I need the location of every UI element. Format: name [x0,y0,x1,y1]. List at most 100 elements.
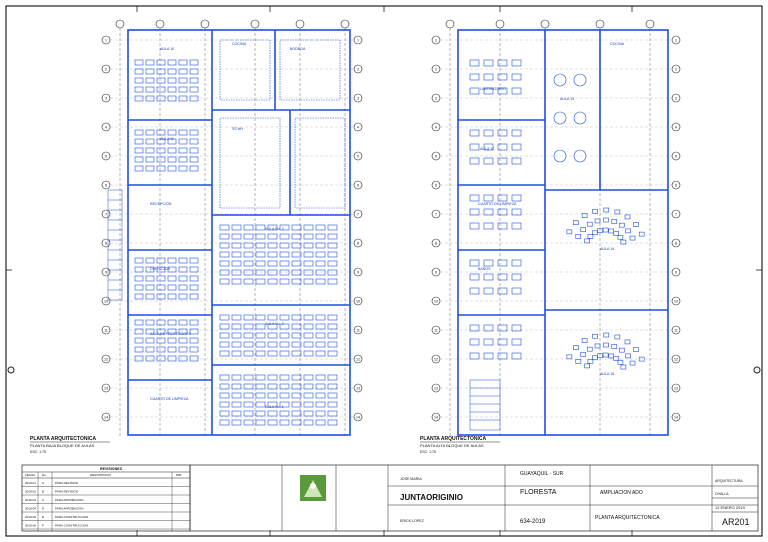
desk [243,323,254,330]
desk [255,224,266,231]
desk [511,87,522,95]
desk [145,68,155,75]
desk [267,383,278,390]
desk [134,138,144,145]
desk [315,341,326,348]
desk [291,242,302,249]
desk [255,251,266,258]
desk [483,73,494,81]
desk [267,224,278,231]
responsible-2: ERICK LOPEZ [400,519,425,523]
auditorium-seat [603,217,609,223]
desk [511,208,522,216]
round-table [573,149,587,163]
desk [267,233,278,240]
desk [511,73,522,81]
desk [189,156,199,163]
desk [243,314,254,321]
desk [315,392,326,399]
grid-row-label: 12 [356,357,360,361]
desk [219,341,230,348]
desk [189,77,199,84]
desk [469,87,480,95]
desk [327,332,338,339]
desk [178,165,188,172]
desk [469,324,480,332]
project-code: 634-2019 [520,519,546,525]
desk [134,346,144,353]
desk [145,355,155,362]
round-table [573,73,587,87]
desk [497,157,508,165]
desk [167,68,177,75]
desk [327,251,338,258]
grid-row-label: 3 [105,96,107,100]
grid-row-bubble [353,412,363,422]
desk [243,383,254,390]
desk [303,242,314,249]
desk [267,314,278,321]
grid-row-label: 6 [675,183,677,187]
desk [167,355,177,362]
grid-row-label: 10 [674,299,678,303]
desk [134,129,144,136]
auditorium-seat [629,360,636,366]
desk [483,129,494,137]
auditorium-seat [608,353,614,359]
desk [167,129,177,136]
desk [279,341,290,348]
desk [219,401,230,408]
desk [497,87,508,95]
room-furniture [219,39,271,101]
desk [255,242,266,249]
auditorium-seat [613,356,620,361]
revisions-table: REVISIONES FECHA No. DESCRIPCION DIB. 20… [21,464,191,532]
desk [483,273,494,281]
desk [231,341,242,348]
auditorium-seat [586,221,593,227]
round-table [553,111,567,125]
desk [469,143,480,151]
desk [469,273,480,281]
project-name: FLORESTA [520,489,557,496]
desk [267,350,278,357]
desk [497,73,508,81]
grid-row-bubble [353,180,363,190]
grid-row-label: 10 [104,299,108,303]
auditorium-seat [586,346,593,352]
grid-row-label: 11 [434,328,438,332]
desk [167,346,177,353]
sheet-border [5,5,763,537]
desk [327,419,338,426]
revision-cell: 2019-04 [25,506,36,510]
desk [243,269,254,276]
desk [156,147,166,154]
desk [279,419,290,426]
desk [315,332,326,339]
desk [255,233,266,240]
grid-row-label: 7 [435,212,437,216]
grid-row-label: 13 [434,386,438,390]
desk [167,257,177,264]
desk [231,242,242,249]
desk [156,59,166,66]
auditorium-seat [638,356,645,362]
room-label: AULA 15 [600,372,614,376]
desk [167,165,177,172]
desk [303,401,314,408]
grid-row-label: 5 [357,154,359,158]
grid-row-label: 11 [104,328,108,332]
desk [469,338,480,346]
desk [134,68,144,75]
desk [243,401,254,408]
desk [279,401,290,408]
desk [315,374,326,381]
desk [145,156,155,163]
desk [255,314,266,321]
grid-row-label: 4 [675,125,677,129]
desk [483,324,494,332]
desk [219,323,230,330]
desk [156,86,166,93]
revision-cell: PARA REVISION [55,481,78,485]
desk [497,352,508,360]
